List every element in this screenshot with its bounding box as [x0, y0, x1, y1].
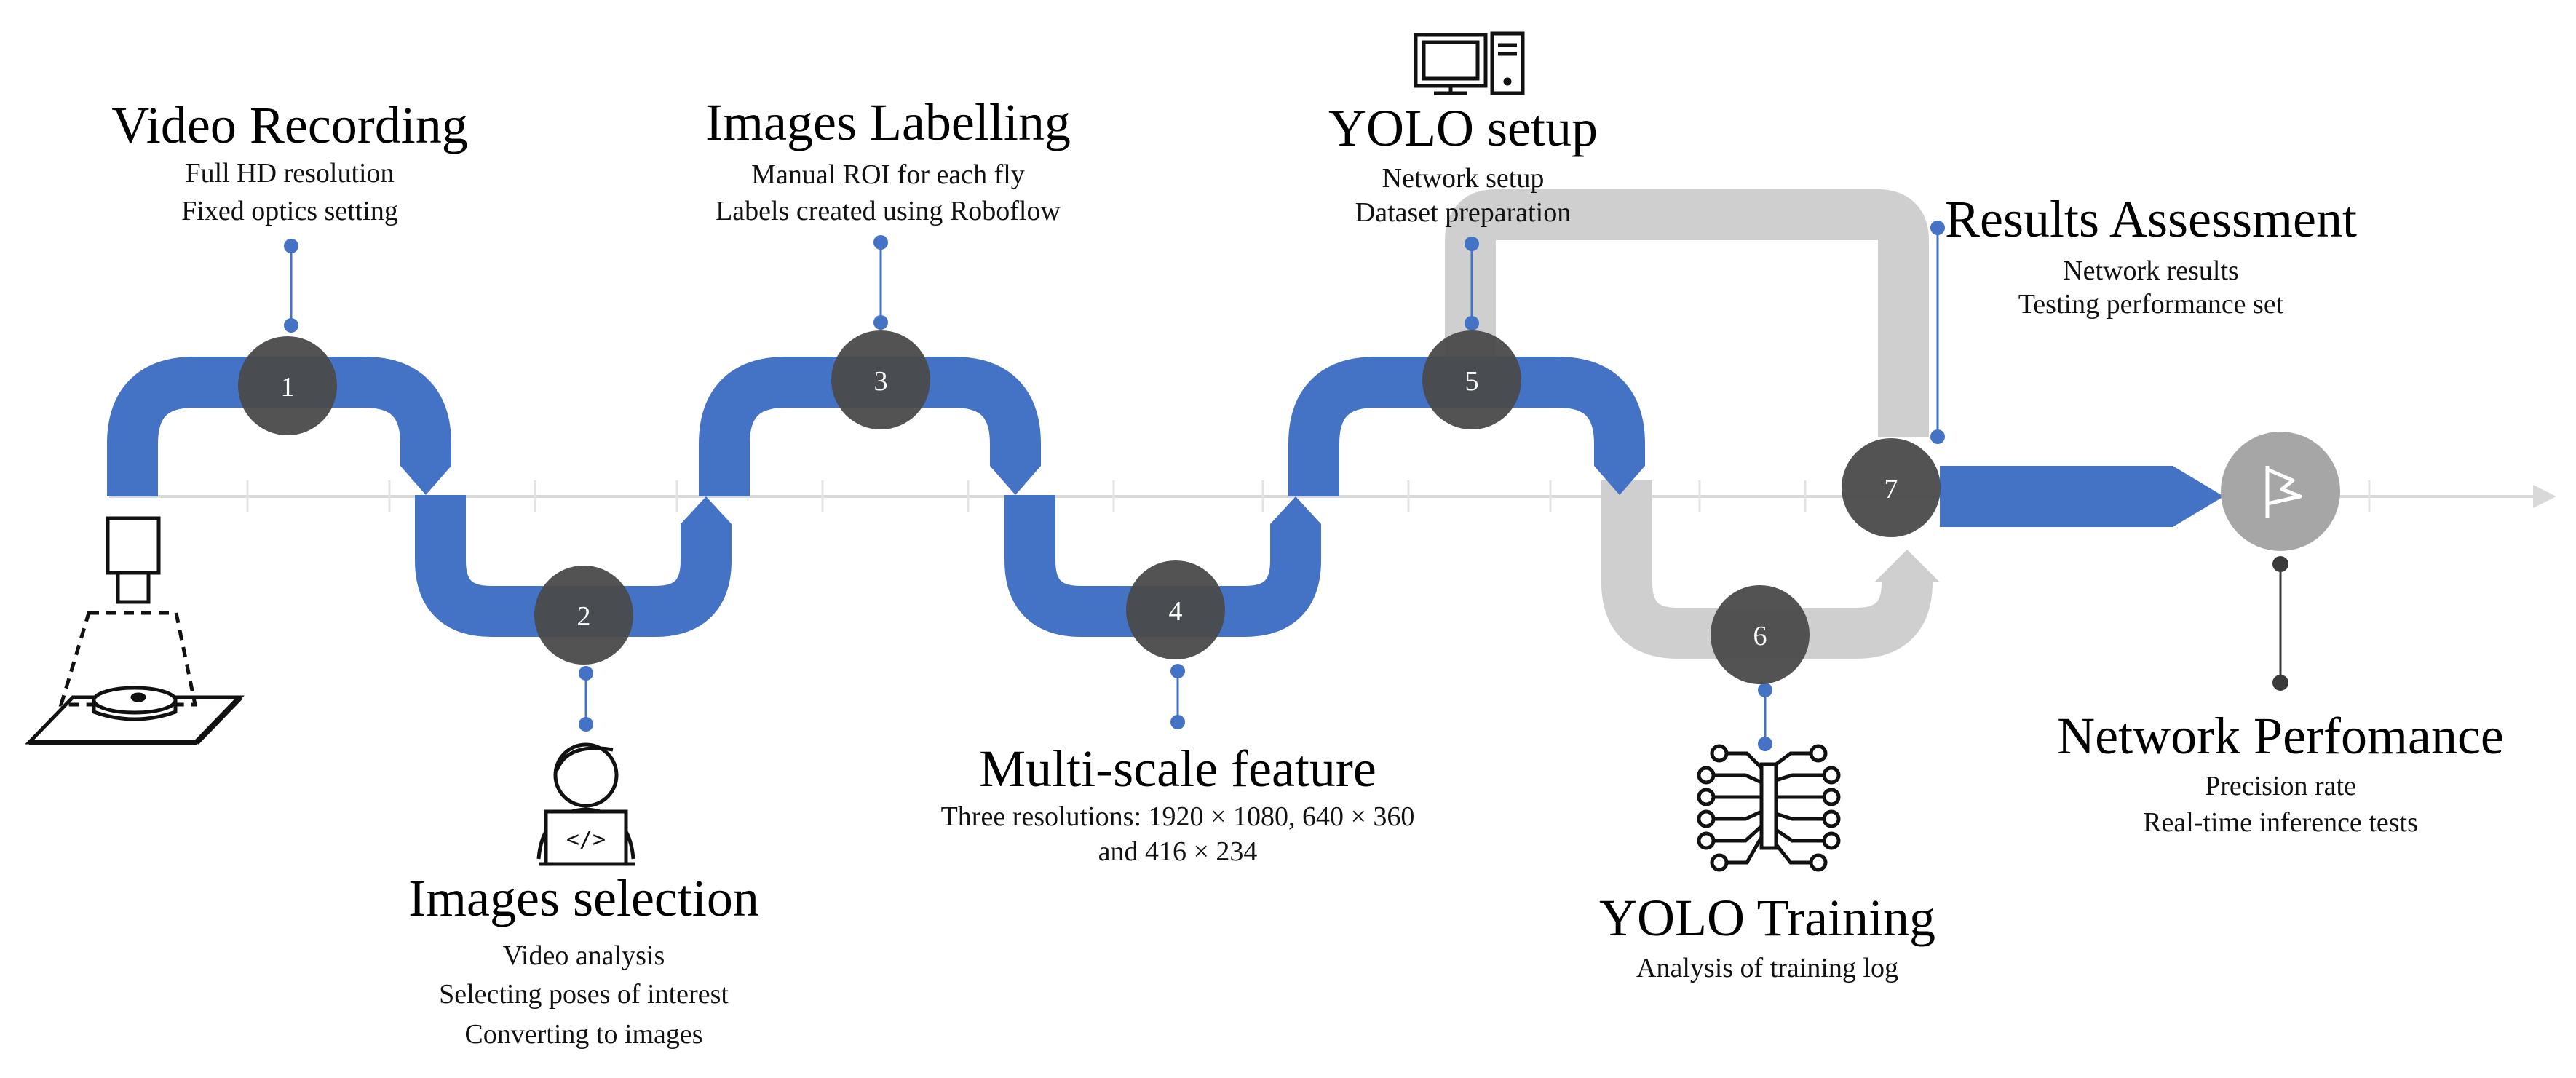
- step-number-2: 2: [577, 601, 591, 632]
- final-arrow: [1940, 466, 2224, 527]
- blue-pipe-chevrons: [400, 466, 1645, 524]
- step-line-6-1: Analysis of training log: [1636, 953, 1898, 983]
- step-4: 4 Multi-scale feature Three resolutions:…: [941, 560, 1415, 867]
- step-number-1: 1: [281, 372, 295, 403]
- step-1: 1 Video Recording Full HD resolution Fix…: [111, 96, 468, 435]
- step-title-3: Images Labelling: [705, 93, 1071, 151]
- step-line-4-1: Three resolutions: 1920 × 1080, 640 × 36…: [941, 801, 1415, 832]
- step-6: 6 YOLO Training Analysis of training log: [1599, 585, 1935, 983]
- step-line-4-2: and 416 × 234: [1098, 836, 1258, 867]
- svg-text:</>: </>: [566, 827, 606, 852]
- step-line-3-2: Labels created using Roboflow: [716, 196, 1061, 226]
- step-number-3: 3: [874, 366, 888, 397]
- final-step: Network Perfomance Precision rate Real-t…: [2057, 432, 2504, 838]
- step-line-2-2: Selecting poses of interest: [439, 979, 729, 1010]
- step-title-6: YOLO Training: [1599, 889, 1935, 947]
- step-line-2-1: Video analysis: [503, 940, 665, 971]
- step-number-4: 4: [1169, 596, 1183, 627]
- step-line-7-1: Network results: [2063, 255, 2239, 286]
- step-number-6: 6: [1753, 621, 1767, 651]
- flag-icon: [2265, 466, 2302, 518]
- step-title-2: Images selection: [408, 869, 759, 927]
- step-line-5-2: Dataset preparation: [1355, 197, 1571, 228]
- step-5: 5 YOLO setup Network setup Dataset prepa…: [1328, 99, 1598, 429]
- step-title-5: YOLO setup: [1328, 99, 1598, 157]
- camera-setup-icon: [25, 516, 245, 745]
- step-node-3: [831, 330, 930, 429]
- step-title-1: Video Recording: [111, 96, 468, 154]
- step-line-3-1: Manual ROI for each fly: [751, 159, 1025, 190]
- step-7: 7 Results Assessment Network results Tes…: [1842, 190, 2357, 537]
- step-3: 3 Images Labelling Manual ROI for each f…: [705, 93, 1071, 429]
- final-line-1: Precision rate: [2205, 771, 2356, 801]
- step-node-1: [238, 336, 337, 435]
- step-node-7: [1842, 438, 1941, 537]
- step-node-5: [1422, 330, 1521, 429]
- final-line-2: Real-time inference tests: [2143, 807, 2418, 838]
- step-node-4: [1126, 560, 1225, 659]
- step-number-5: 5: [1465, 366, 1479, 397]
- final-node: [2221, 432, 2340, 551]
- step-line-7-2: Testing performance set: [2018, 289, 2284, 320]
- computer-icon: [1414, 31, 1525, 95]
- neural-network-icon: [1697, 744, 1841, 872]
- grey-pipe-arrowhead: [1874, 550, 1940, 582]
- step-line-5-1: Network setup: [1382, 163, 1545, 194]
- step-node-6: [1711, 585, 1810, 684]
- step-line-1-1: Full HD resolution: [185, 158, 394, 189]
- step-node-2: [534, 566, 633, 665]
- step-line-2-3: Converting to images: [464, 1019, 702, 1050]
- person-laptop-icon: </>: [536, 742, 635, 866]
- step-title-4: Multi-scale feature: [979, 740, 1376, 798]
- step-2: 2 Images selection Video analysis Select…: [408, 566, 759, 1050]
- step-line-1-2: Fixed optics setting: [181, 196, 398, 226]
- grey-pipe: [1445, 189, 1933, 659]
- step-number-7: 7: [1885, 474, 1898, 504]
- step-title-7: Results Assessment: [1945, 190, 2357, 248]
- final-title: Network Perfomance: [2057, 707, 2504, 765]
